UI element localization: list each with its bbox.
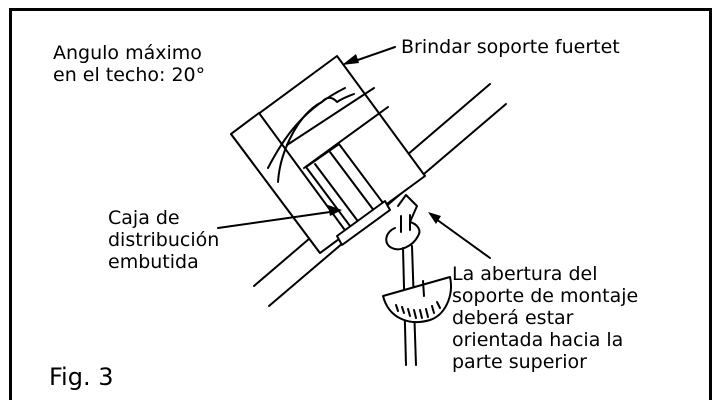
support-brace-label: Brindar soporte fuertet [401,36,620,58]
outlet-box-label: Caja de distribución embutida [108,207,220,273]
leader-arrows [217,46,491,259]
figure-number: Fig. 3 [49,363,114,391]
canopy [382,276,452,324]
mounting-bracket-hook [385,194,421,251]
bracket-opening-label: La abertura del soporte de montaje deber… [452,263,639,373]
figure-frame [9,8,712,400]
max-angle-label: Angulo máximo en el techo: 20° [53,42,206,86]
